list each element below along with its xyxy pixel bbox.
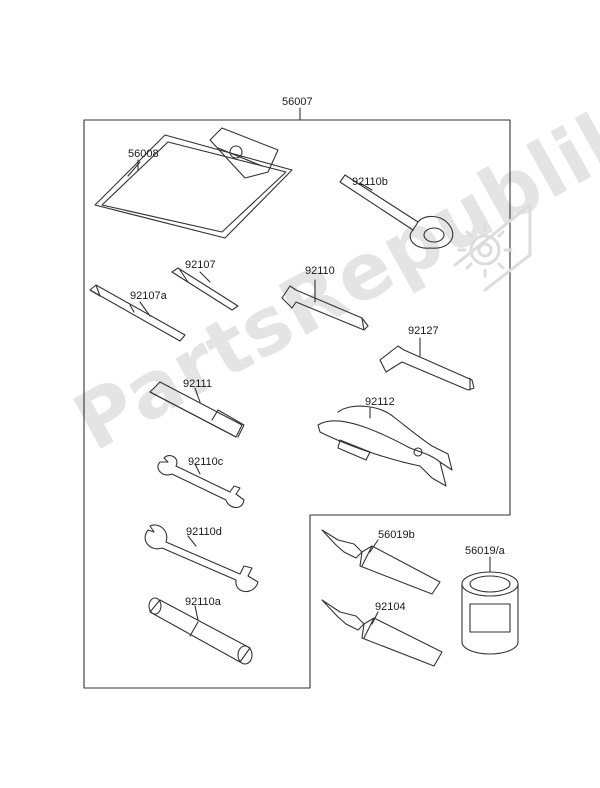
leader-ring-wrench bbox=[359, 182, 373, 191]
label-socket-wrench: 92110a bbox=[185, 596, 221, 608]
extension-bar bbox=[149, 381, 245, 438]
grease-tube-upper bbox=[321, 529, 441, 595]
label-open-wrench-large: 92110d bbox=[186, 526, 222, 538]
leader-socket-wrench bbox=[194, 605, 199, 621]
socket-wrench bbox=[148, 597, 253, 665]
label-open-wrench-small: 92110c bbox=[188, 456, 224, 468]
open-wrench-small bbox=[157, 455, 245, 509]
label-ring-wrench: 92110b bbox=[352, 176, 388, 188]
screwdriver-handle bbox=[89, 284, 186, 342]
label-bag: 56008 bbox=[128, 148, 159, 160]
label-kit: 56007 bbox=[282, 96, 313, 108]
hex-wrench-short bbox=[379, 345, 475, 391]
pliers bbox=[317, 405, 453, 487]
hex-wrench-long bbox=[281, 285, 369, 331]
label-grease-can: 56019/a bbox=[465, 545, 505, 557]
leader-grease-tube-upper bbox=[369, 539, 379, 553]
tool-bag bbox=[94, 127, 293, 239]
leader-screwdriver-shaft bbox=[199, 271, 211, 283]
label-hex-wrench-long: 92110 bbox=[305, 265, 335, 277]
label-grease-tube-lower: 92104 bbox=[375, 601, 406, 613]
leader-grease-tube-lower bbox=[371, 611, 379, 625]
grease-can bbox=[461, 571, 519, 655]
gear-icon bbox=[453, 203, 532, 292]
label-hex-wrench-short: 92127 bbox=[408, 325, 439, 337]
leader-bag bbox=[127, 161, 141, 177]
kit-frame bbox=[83, 107, 511, 689]
label-screwdriver-handle: 92107a bbox=[130, 290, 167, 302]
label-extension-bar: 92111 bbox=[183, 378, 212, 390]
label-screwdriver-shaft: 92107 bbox=[185, 259, 216, 271]
label-grease-tube-upper: 56019b bbox=[378, 529, 415, 541]
grease-tube-lower bbox=[321, 599, 443, 667]
leader-open-wrench-small bbox=[194, 463, 201, 475]
screwdriver-shaft bbox=[171, 267, 239, 311]
leader-open-wrench-large bbox=[187, 535, 197, 547]
leader-screwdriver-handle bbox=[139, 301, 151, 317]
ring-wrench bbox=[339, 174, 454, 249]
open-wrench-large bbox=[144, 524, 259, 593]
label-pliers: 92112 bbox=[365, 396, 395, 408]
leader-extension-bar bbox=[194, 387, 201, 403]
